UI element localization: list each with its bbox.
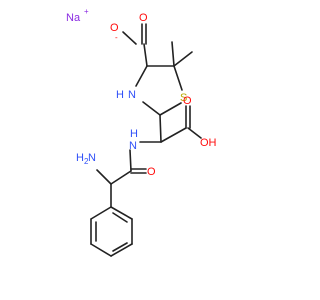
phenyl-bond-3 (90, 243, 112, 257)
phenyl-inner-2 (112, 242, 128, 252)
bond-namide-ccarbonyl (129, 149, 132, 172)
acid-o-label: O (183, 95, 192, 107)
atom-labels: Na + O - O S H N O OH H N H 2 N O (66, 7, 217, 178)
amine-h2-subscript: 2 (84, 157, 89, 166)
bond-c5-s (173, 65, 183, 91)
structure-canvas: Na + O - O S H N O OH H N H 2 N O (66, 7, 217, 257)
amine-n-label: N (88, 152, 96, 164)
phenyl-inner-3 (112, 212, 128, 223)
sulfur-label: S (180, 92, 187, 104)
phenyl-bond-4 (110, 243, 133, 257)
bond-c-o1 (122, 31, 137, 45)
bond-c5-me1 (171, 41, 175, 67)
carboxylate-o1-label: O (110, 22, 119, 34)
carboxylate-o2-label: O (139, 12, 148, 24)
bond-s-c2 (159, 102, 182, 116)
sodium-label: Na (66, 12, 81, 24)
sodium-charge: + (84, 7, 89, 16)
bond-ccarbonyl-cphenylglycine (110, 170, 132, 185)
bond-cstar-namine (96, 169, 112, 185)
ring-nh-label: H (116, 89, 124, 101)
amine-h2-label: H (76, 152, 84, 164)
ring-n-label: N (128, 89, 136, 101)
bond-n-c4 (135, 65, 148, 87)
bond-c5-me2 (173, 51, 193, 67)
phenyl-bond-1 (90, 206, 112, 220)
bond-c2-calpha (159, 114, 162, 143)
phenyl-bond-6 (110, 206, 133, 220)
bond-cacid-oh (187, 127, 202, 139)
acid-oh-label: OH (200, 137, 217, 149)
amide-nh-label: H (130, 128, 138, 140)
bond-c2-n (142, 101, 161, 116)
amide-n-label: N (129, 140, 137, 152)
bond-carboxyl-c4 (143, 43, 148, 67)
carboxylate-o1-charge: - (115, 33, 118, 42)
bonds (90, 23, 202, 257)
amide-o-label: O (147, 166, 156, 178)
bond-calpha-cacid (160, 127, 187, 143)
